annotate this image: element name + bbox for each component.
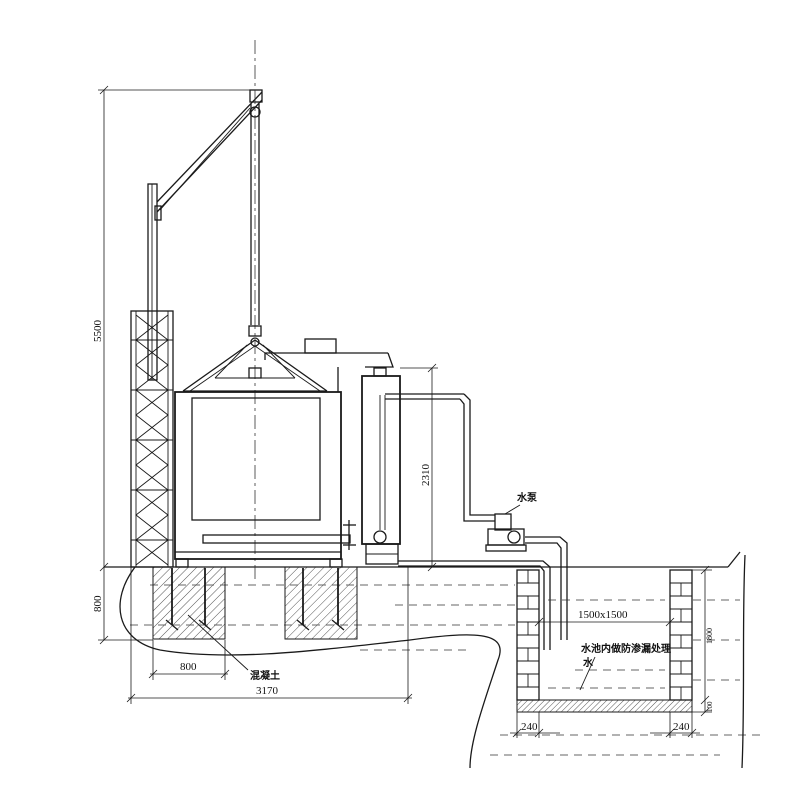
- dim-pool-size: [534, 617, 675, 627]
- pump-label: 水泵: [516, 491, 538, 504]
- rear-enclosure: [264, 338, 394, 392]
- pool-right-wall: [669, 569, 693, 701]
- hoist-hanger: [248, 104, 262, 347]
- dim-overall-width: [126, 567, 413, 704]
- excavation-boundary-right: [741, 554, 746, 769]
- footing-right: [284, 566, 358, 640]
- dim-pool-depth-text: 1800: [705, 628, 714, 644]
- dim-foundation-depth: [98, 567, 153, 645]
- pool-floor: [516, 699, 693, 713]
- filter-column: [361, 367, 464, 565]
- water-label: 水: [582, 656, 594, 669]
- jib-mast: [147, 183, 162, 381]
- footing-left: [152, 566, 226, 640]
- dim-floor-thickness: [692, 700, 712, 717]
- dim-wall-left-text: 240: [521, 721, 538, 733]
- dim-wall-left: [510, 712, 560, 738]
- dim-pool-size-text: 1500x1500: [578, 609, 628, 621]
- excavation-boundary: [119, 566, 501, 769]
- concrete-leader: [187, 614, 249, 671]
- dim-footing-width: [148, 640, 230, 680]
- pool-note-leader: [579, 656, 596, 691]
- dim-overall-width-text: 3170: [256, 685, 279, 697]
- piping: [398, 393, 568, 650]
- jib-arm: [156, 89, 263, 213]
- dim-tank-height: [400, 363, 438, 572]
- dim-wall-right: [650, 712, 700, 738]
- main-tank: [174, 339, 356, 568]
- pool-left-wall: [516, 569, 540, 701]
- dim-total-height: [98, 85, 255, 572]
- dim-total-height-text: 5500: [92, 320, 104, 343]
- dim-foundation-depth-text: 800: [92, 595, 104, 612]
- concrete-label: 混凝土: [250, 669, 280, 682]
- pool-water-dashes: [548, 599, 665, 689]
- pool-note-label: 水池内做防渗漏处理: [580, 642, 671, 655]
- dim-footing-width-text: 800: [180, 661, 197, 673]
- pump: [485, 504, 527, 552]
- dim-wall-right-text: 240: [673, 721, 690, 733]
- dim-tank-height-text: 2310: [420, 464, 432, 487]
- dim-floor-thickness-text: 100: [706, 701, 714, 712]
